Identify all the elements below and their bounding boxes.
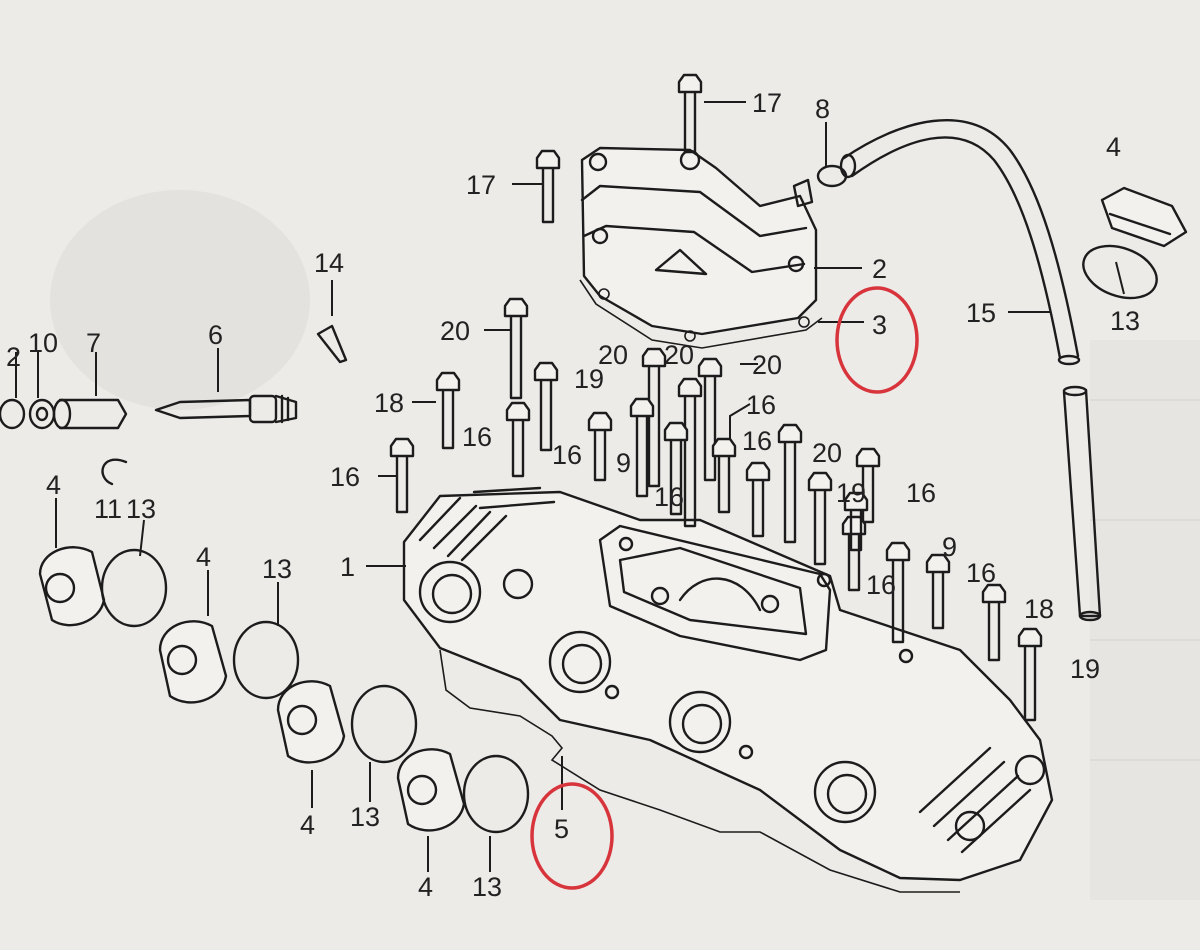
- callout-7: 7: [86, 328, 101, 358]
- callout-1: 1: [340, 552, 355, 582]
- callout-5-gasket: 5: [554, 814, 569, 844]
- callout-13-left-2: 13: [262, 554, 292, 584]
- part-1-cylinder-head: [402, 486, 1054, 882]
- callout-9-b: 9: [942, 532, 957, 562]
- callout-19-right: 19: [1070, 654, 1100, 684]
- callout-16-f: 16: [906, 478, 936, 508]
- callout-14: 14: [314, 248, 344, 278]
- bolt: [629, 397, 655, 498]
- left-plug-set-2: [158, 620, 300, 704]
- part-15-hose: [839, 119, 1102, 622]
- bolt: [641, 347, 667, 488]
- bolt: [505, 401, 531, 478]
- parts-left-spacer-washer-bushing: [0, 398, 128, 430]
- bolt: [677, 73, 703, 154]
- callout-19-top: 19: [574, 364, 604, 394]
- callout-16-a: 16: [462, 422, 492, 452]
- callout-8: 8: [815, 94, 830, 124]
- callout-4-left-1: 4: [46, 470, 61, 500]
- callout-17-top: 17: [752, 88, 782, 118]
- bolt: [389, 437, 415, 514]
- callout-13-left-4: 13: [472, 872, 502, 902]
- callout-11: 11: [94, 494, 122, 524]
- callout-20-c: 20: [664, 340, 694, 370]
- callout-4-left-4: 4: [418, 872, 433, 902]
- callout-16-g: 16: [654, 482, 684, 512]
- callout-16-h: 16: [966, 558, 996, 588]
- callout-4-left-3: 4: [300, 810, 315, 840]
- left-plug-set-1: [38, 546, 168, 628]
- bolt: [885, 541, 911, 644]
- callout-17-left: 17: [466, 170, 496, 200]
- callout-15: 15: [966, 298, 996, 328]
- bolt: [981, 583, 1007, 662]
- part-14-screw: [316, 324, 348, 364]
- callout-10: 10: [28, 328, 58, 358]
- part-4-plug-right-top: [1082, 186, 1188, 300]
- left-plug-set-4: [396, 748, 530, 834]
- bolt: [807, 471, 833, 566]
- bolt: [925, 553, 951, 630]
- callout-2-cover: 2: [872, 254, 887, 284]
- highlight-circle-part-5: [530, 782, 614, 890]
- callout-2-left: 2: [6, 342, 21, 372]
- callout-16-i: 16: [866, 570, 896, 600]
- callout-9-a: 9: [616, 448, 631, 478]
- callout-20-d: 20: [752, 350, 782, 380]
- bolt: [841, 515, 867, 592]
- bolt: [745, 461, 771, 538]
- callout-6: 6: [208, 320, 223, 350]
- bolt: [711, 437, 737, 514]
- callout-18-left: 18: [374, 388, 404, 418]
- callout-4-right: 4: [1106, 132, 1121, 162]
- callout-labels: 17 8 4 17 2 3 15 13 14 2 10 7 6 20 20 20…: [6, 88, 1140, 902]
- callout-20-a: 20: [440, 316, 470, 346]
- left-plug-set-3: [276, 680, 418, 764]
- callout-13-left-3: 13: [350, 802, 380, 832]
- bolt: [663, 421, 689, 516]
- bolt: [677, 377, 703, 528]
- bolt: [587, 411, 613, 482]
- part-5-gasket: [439, 649, 960, 893]
- callout-20-b: 20: [598, 340, 628, 370]
- callout-13-left-1: 13: [126, 494, 156, 524]
- bolt: [435, 371, 461, 450]
- part-11-circlip: [101, 458, 128, 486]
- callout-19-mid: 19: [836, 478, 866, 508]
- highlight-circle-part-3: [835, 286, 919, 394]
- callout-16-c: 16: [552, 440, 582, 470]
- bolts: [389, 73, 1043, 722]
- callout-16-d: 16: [742, 426, 772, 456]
- bolt: [843, 491, 869, 552]
- callout-18-right: 18: [1024, 594, 1054, 624]
- part-2-upper-cover: [579, 146, 823, 349]
- callout-4-left-2: 4: [196, 542, 211, 572]
- callout-16-e: 16: [330, 462, 360, 492]
- bolt: [535, 149, 561, 224]
- part-6-gear-shaft: [154, 394, 298, 424]
- bolt: [1017, 627, 1043, 722]
- background-texture: [50, 190, 1200, 900]
- bolt: [533, 361, 559, 452]
- callout-13-right: 13: [1110, 306, 1140, 336]
- callout-20-e: 20: [812, 438, 842, 468]
- bolt: [503, 297, 529, 400]
- callout-3-gasket: 3: [872, 310, 887, 340]
- bolt: [697, 357, 723, 482]
- callout-16-b: 16: [746, 390, 776, 420]
- leader-lines: [15, 101, 1125, 872]
- part-8-clip: [816, 164, 848, 188]
- bolt: [777, 423, 803, 544]
